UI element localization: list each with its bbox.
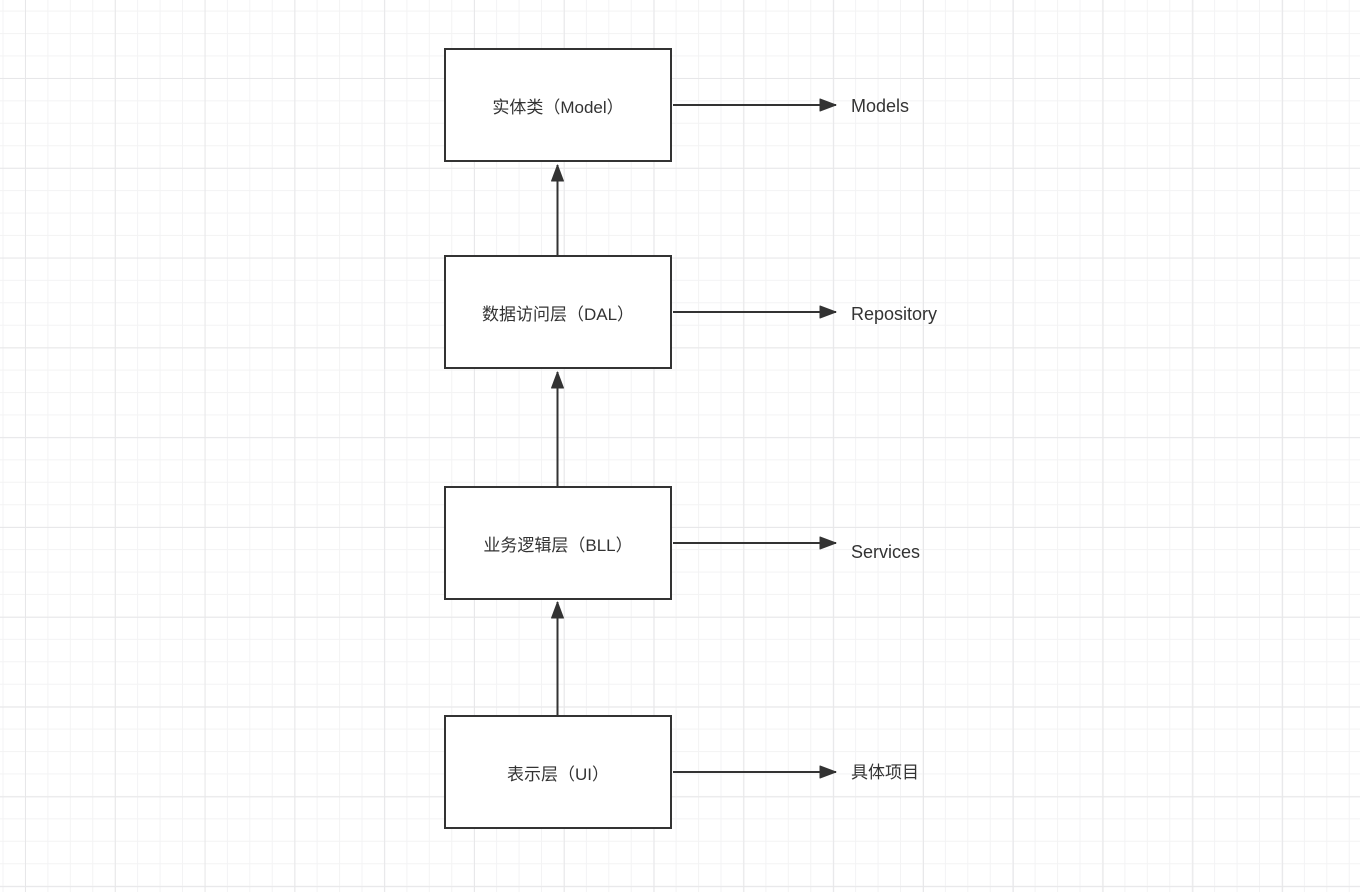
label-models[interactable]: Models xyxy=(851,96,910,116)
box-business-logic-layer[interactable]: 业务逻辑层（BLL） xyxy=(444,486,672,600)
box-entity-model-label: 实体类（Model） xyxy=(492,97,624,117)
box-presentation-layer[interactable]: 表示层（UI） xyxy=(444,715,672,829)
label-concrete-project[interactable]: 具体项目 xyxy=(851,763,919,782)
box-presentation-layer-label: 表示层（UI） xyxy=(507,764,609,784)
box-business-logic-layer-label: 业务逻辑层（BLL） xyxy=(483,535,633,555)
box-data-access-layer[interactable]: 数据访问层（DAL） xyxy=(444,255,672,369)
box-data-access-layer-label: 数据访问层（DAL） xyxy=(481,304,635,324)
label-services[interactable]: Services xyxy=(851,542,921,562)
label-repository[interactable]: Repository xyxy=(851,304,938,324)
box-entity-model[interactable]: 实体类（Model） xyxy=(444,48,672,162)
